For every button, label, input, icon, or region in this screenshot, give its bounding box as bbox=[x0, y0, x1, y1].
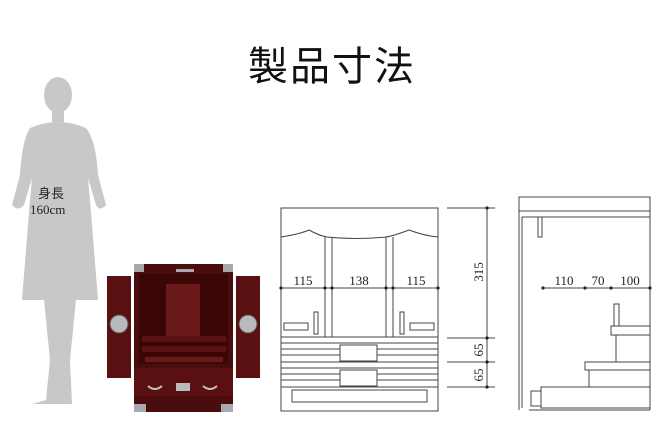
height-value: 160cm bbox=[30, 202, 66, 217]
person-silhouette bbox=[12, 77, 106, 404]
side-view-dim-dots bbox=[541, 286, 652, 290]
height-label: 身長 bbox=[38, 186, 65, 201]
front-height-upper: 315 bbox=[471, 262, 486, 282]
front-height-middle: 65 bbox=[471, 344, 486, 357]
front-width-center: 138 bbox=[349, 273, 369, 288]
front-width-left: 115 bbox=[293, 273, 312, 288]
side-depth-1: 110 bbox=[554, 273, 573, 288]
height-reference-label: 身長 160cm bbox=[30, 186, 65, 218]
front-height-lower: 65 bbox=[471, 369, 486, 382]
side-depth-3: 100 bbox=[620, 273, 640, 288]
side-view-drawing bbox=[518, 196, 651, 411]
front-view-drawing bbox=[280, 207, 495, 412]
front-view-dim-dots bbox=[279, 206, 489, 389]
butsudan-photo bbox=[107, 264, 260, 412]
page-title: 製品寸法 bbox=[248, 44, 416, 90]
front-width-right: 115 bbox=[406, 273, 425, 288]
side-depth-2: 70 bbox=[592, 273, 605, 288]
